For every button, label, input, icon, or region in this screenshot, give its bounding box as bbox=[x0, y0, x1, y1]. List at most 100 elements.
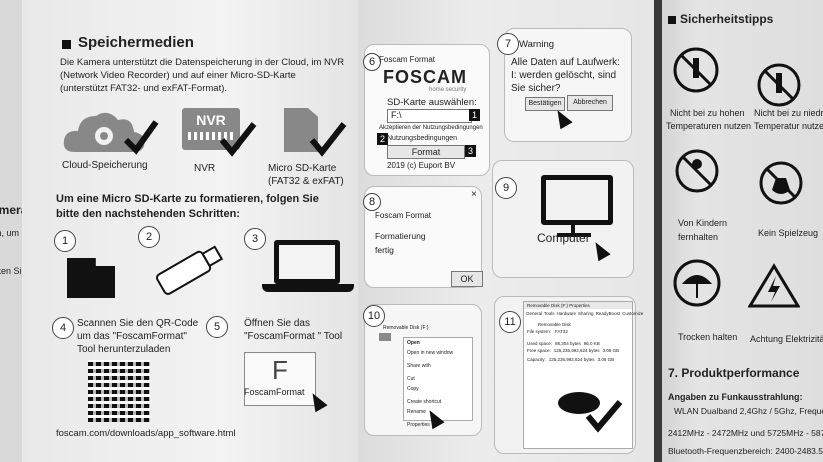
tab-tools[interactable]: Tools bbox=[544, 311, 555, 316]
micro-sd-icon bbox=[67, 258, 115, 298]
keep-dry-icon bbox=[673, 259, 721, 307]
electricity-warning-icon bbox=[748, 263, 800, 308]
menu-item-open-new[interactable]: Open in new window bbox=[407, 350, 454, 356]
disk-name: Removable Disk bbox=[538, 322, 571, 327]
performance-title: 7. Produktperformance bbox=[668, 366, 800, 380]
marker-1: 1 bbox=[469, 109, 481, 121]
drive-icon bbox=[379, 333, 391, 341]
marker-2: 2 bbox=[377, 133, 389, 145]
step-4-line-2: um das "FoscamFormat" bbox=[77, 331, 187, 342]
drive-select[interactable]: F:\ bbox=[387, 109, 472, 123]
intro-line-2: (Network Video Recorder) und auf einer M… bbox=[60, 70, 296, 81]
properties-window: Removable Disk (F:) Properties General T… bbox=[523, 301, 643, 449]
tip-2-line-1: Nicht bei zu niedrigen bbox=[754, 108, 823, 118]
computer-label[interactable]: Computer bbox=[537, 231, 590, 245]
capacity-bytes: 125,236,992,624 bytes bbox=[548, 357, 595, 362]
step-5-badge: 5 bbox=[206, 316, 228, 338]
tip-2-line-2: Temperatur nutzen bbox=[754, 121, 823, 131]
menu-item-open[interactable]: Open bbox=[407, 340, 420, 346]
check-icon bbox=[219, 122, 257, 157]
radio-title: Angaben zu Funkausstrahlung: bbox=[668, 392, 803, 402]
capacity-label: Capacity: bbox=[527, 357, 546, 362]
drive-header: Removable Disk (F:) bbox=[383, 325, 429, 331]
properties-tabs: General Tools Hardware Sharing ReadyBoos… bbox=[524, 309, 643, 318]
tip-5-line-1: Trocken halten bbox=[678, 332, 738, 342]
step-2-badge: 2 bbox=[138, 226, 160, 248]
square-bullet-icon-2 bbox=[668, 16, 676, 24]
tab-customize[interactable]: Customize bbox=[622, 311, 644, 316]
step-11-box: 11 Removable Disk (F:) Properties Genera… bbox=[494, 296, 643, 454]
tip-1-line-2: Temperaturen nutzen bbox=[666, 121, 752, 131]
step-1-badge: 1 bbox=[54, 230, 76, 252]
format-heading-2: bitte den nachstehenden Schritten: bbox=[56, 208, 240, 220]
monitor-icon bbox=[541, 175, 613, 225]
intro-line-1: Die Kamera unterstützt die Datenspeicher… bbox=[60, 57, 345, 68]
step-4-line-1: Scannen Sie den QR-Code bbox=[77, 318, 199, 329]
tab-hardware[interactable]: Hardware bbox=[556, 311, 577, 316]
confirm-button[interactable]: Bestätigen bbox=[525, 97, 565, 111]
foscamformat-app-icon[interactable]: F bbox=[244, 352, 316, 406]
box8-title: Foscam Format bbox=[375, 211, 432, 220]
tip-3-line-1: Von Kindern bbox=[678, 218, 728, 228]
nvr-label: NVR bbox=[194, 163, 216, 174]
sd-label: Micro SD-Karte bbox=[268, 163, 337, 174]
check-icon-11 bbox=[585, 400, 623, 433]
step-5-line-2: "FoscamFormat " Tool bbox=[244, 331, 343, 342]
free-label: Free space: bbox=[527, 348, 551, 353]
free-size: 3.06 GB bbox=[602, 348, 620, 353]
ok-button[interactable]: OK bbox=[451, 271, 483, 287]
edge-text-2: ch, um bbox=[0, 228, 20, 238]
step-9-box: 9 Computer bbox=[492, 160, 634, 278]
warning-title: Warning bbox=[519, 39, 555, 50]
storage-page: Speichermedien Die Kamera unterstützt di… bbox=[22, 0, 358, 462]
box8-close[interactable]: × bbox=[471, 189, 477, 200]
safety-title: Sicherheitstipps bbox=[680, 12, 774, 26]
menu-item-rename[interactable]: Rename bbox=[407, 409, 426, 415]
step-4-line-3: Tool herunterzuladen bbox=[77, 344, 171, 355]
monitor-base bbox=[557, 233, 591, 237]
step-4-badge: 4 bbox=[52, 317, 74, 339]
box8-msg-2: fertig bbox=[375, 245, 394, 255]
disk-pie-icon bbox=[558, 392, 600, 414]
edge-text-1: amera bbox=[0, 203, 28, 217]
used-label: Used space: bbox=[527, 341, 553, 346]
download-url[interactable]: foscam.com/downloads/app_software.html bbox=[56, 428, 236, 439]
tab-readyboost[interactable]: ReadyBoost bbox=[595, 311, 621, 316]
menu-item-copy[interactable]: Copy bbox=[407, 386, 419, 392]
step-3-badge: 3 bbox=[244, 228, 266, 250]
free-bytes: 125,236,992,624 bytes bbox=[553, 348, 600, 353]
radio-line-3: Bluetooth-Frequenzbereich: 2400-2483.5MH… bbox=[668, 446, 823, 456]
safety-page: Sicherheitstipps Nicht bei zu hohen Temp… bbox=[654, 0, 823, 462]
fs-label: File system: bbox=[527, 329, 552, 334]
warning-line-1: Alle Daten auf Laufwerk: bbox=[511, 57, 620, 68]
menu-item-shortcut[interactable]: Create shortcut bbox=[407, 399, 442, 405]
warning-line-3: Sie sicher? bbox=[511, 83, 561, 94]
step-7-badge: 7 bbox=[497, 33, 519, 55]
step-8-badge: 8 bbox=[363, 193, 381, 211]
box6-title: Foscam Format bbox=[379, 55, 436, 64]
accept-terms-checkbox[interactable]: Akzeptieren der Nutzungsbedingungen bbox=[379, 125, 483, 131]
cloud-label: Cloud-Speicherung bbox=[62, 160, 148, 171]
laptop-base bbox=[262, 284, 354, 292]
menu-item-share[interactable]: Share with bbox=[407, 363, 431, 369]
cancel-button[interactable]: Abbrechen bbox=[567, 95, 613, 111]
tip-1-line-1: Nicht bei zu hohen bbox=[670, 108, 745, 118]
cloud-icon bbox=[63, 112, 159, 155]
tip-3-line-2: fernhalten bbox=[678, 232, 719, 242]
properties-title: Removable Disk (F:) Properties bbox=[524, 302, 632, 309]
menu-item-properties[interactable]: Properties bbox=[407, 422, 430, 428]
intro-line-3: (unterstützt FAT32- und exFAT-Format). bbox=[60, 83, 228, 94]
used-bytes: 98,304 bytes bbox=[555, 341, 581, 346]
usb-drive-icon bbox=[156, 245, 224, 295]
laptop-icon bbox=[274, 240, 340, 284]
tab-sharing[interactable]: Sharing bbox=[578, 311, 594, 316]
menu-item-cut[interactable]: Cut bbox=[407, 376, 415, 382]
format-button[interactable]: Format bbox=[387, 145, 465, 159]
step-10-badge: 10 bbox=[363, 305, 385, 327]
tab-general[interactable]: General bbox=[526, 311, 543, 316]
monitor-stand bbox=[571, 223, 575, 235]
steps-page: 6 Foscam Format FOSCAM home security SD-… bbox=[358, 0, 654, 462]
terms-link[interactable]: Nutzungsbedingungen bbox=[387, 135, 458, 142]
marker-3: 3 bbox=[465, 145, 477, 157]
step-7-box: 7 Warning Alle Daten auf Laufwerk: I: we… bbox=[497, 28, 632, 142]
